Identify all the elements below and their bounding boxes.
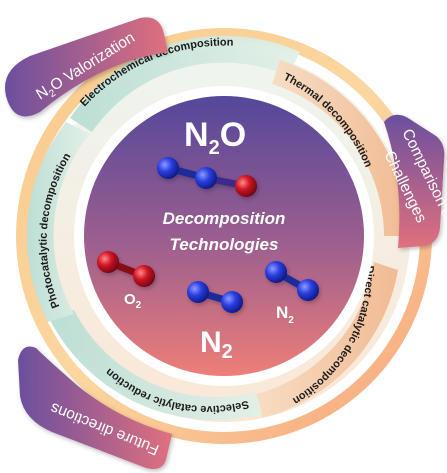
tab-comparison-challenges: [384, 114, 445, 248]
segment-band-photocatalytic: [26, 122, 90, 322]
n2-right-atom-1: [265, 261, 287, 283]
tab-future-directions: [18, 346, 172, 469]
tab-n2o-valorization: [5, 17, 168, 117]
o2-formula: O2: [124, 291, 142, 311]
segment-band-selective: [50, 310, 262, 421]
n2o-formula: N2O: [184, 116, 246, 159]
center-title-line2: Technologies: [170, 235, 279, 254]
n2-molecule-right: [265, 261, 319, 301]
o2-atom-2: [133, 265, 155, 287]
n2o-atom-n2: [195, 167, 217, 189]
n2-center-atom-2: [221, 291, 243, 313]
center-title-line1: Decomposition: [163, 209, 286, 228]
n2-right-atom-2: [297, 279, 319, 301]
segment-bands: [26, 35, 408, 421]
n2-center-atom-1: [187, 281, 209, 303]
o2-atom-1: [97, 251, 119, 273]
o2-molecule: [97, 251, 155, 287]
segment-band-direct: [256, 262, 398, 418]
segment-band-thermal: [272, 60, 408, 236]
n2-molecule-center: [187, 281, 243, 313]
n2o-molecule: [157, 157, 257, 197]
n2-formula-center: N2: [200, 326, 233, 363]
n2o-atom-n1: [157, 157, 179, 179]
n2o-atom-o: [235, 175, 257, 197]
segment-band-electrochemical: [70, 35, 300, 132]
center-disk: [84, 96, 364, 376]
n2-formula-right: N2: [276, 303, 294, 326]
